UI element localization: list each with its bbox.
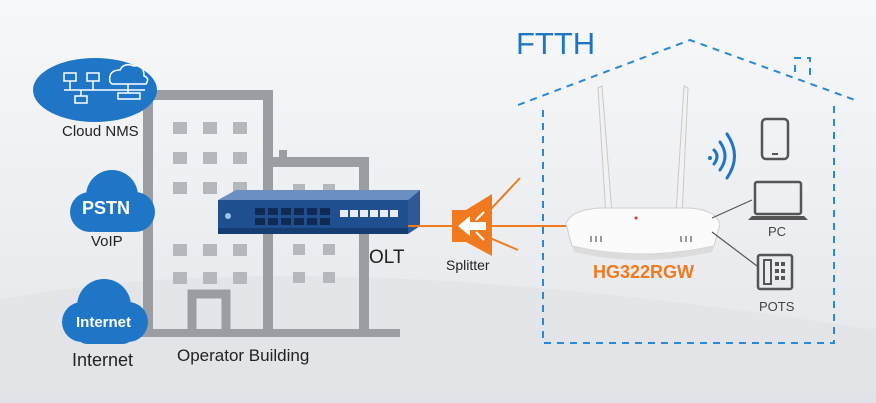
- router-icon: [565, 85, 721, 260]
- internet-cloud-icon: [62, 279, 148, 344]
- pstn-cloud-text: PSTN: [82, 198, 131, 218]
- pc-label: PC: [768, 224, 787, 239]
- cloud-nms-label: Cloud NMS: [62, 123, 139, 140]
- fiber-lines: [408, 177, 568, 251]
- wifi-icon: [708, 132, 736, 180]
- house-outline: [517, 38, 856, 344]
- ftth-title: FTTH: [516, 26, 596, 61]
- pots-label: POTS: [759, 299, 795, 314]
- device-connection-lines: [711, 199, 758, 267]
- internet-label: Internet: [72, 350, 134, 370]
- mobile-phone-icon: [760, 117, 790, 161]
- operator-building-label: Operator Building: [177, 346, 310, 365]
- splitter-label: Splitter: [446, 257, 490, 273]
- router-model-label: HG322RGW: [593, 262, 695, 282]
- voip-label: VoIP: [91, 233, 123, 250]
- olt-label: OLT: [369, 247, 405, 268]
- cloud-nms-icon: [33, 58, 157, 122]
- desk-phone-icon: [756, 253, 794, 291]
- pstn-cloud-icon: [70, 170, 155, 232]
- splitter-icon: [452, 194, 492, 256]
- internet-cloud-text: Internet: [76, 314, 132, 331]
- laptop-pc-icon: [748, 180, 808, 220]
- olt-device-icon: [218, 190, 420, 234]
